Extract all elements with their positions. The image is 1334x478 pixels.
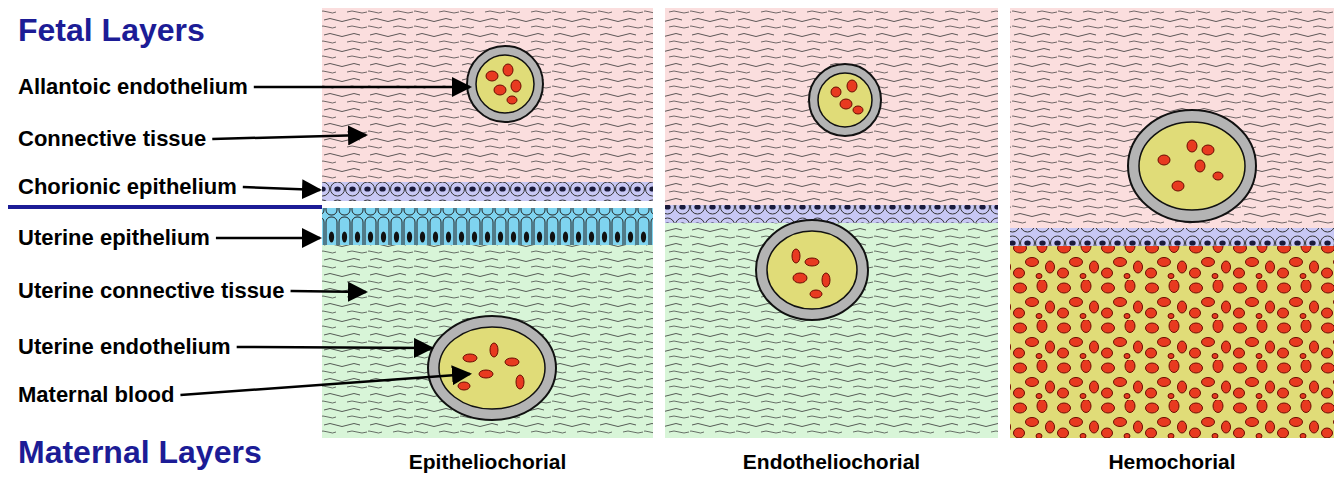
panel-caption: Epitheliochorial bbox=[409, 449, 567, 475]
leader-arrow bbox=[212, 135, 366, 139]
placenta-panel: Hemochorial bbox=[1010, 8, 1334, 478]
panel-caption: Hemochorial bbox=[1108, 449, 1235, 475]
panel-caption: Endotheliochorial bbox=[743, 449, 920, 475]
group-heading: Fetal Layers bbox=[18, 11, 205, 49]
leader-arrow bbox=[291, 291, 366, 292]
layer-label: Maternal blood bbox=[18, 382, 174, 408]
placenta-panel: Epitheliochorial bbox=[322, 8, 653, 478]
leader-arrow bbox=[243, 187, 320, 190]
layer-label: Chorionic epithelium bbox=[18, 174, 237, 200]
placenta-panel: Endotheliochorial bbox=[665, 8, 998, 478]
layer-label: Uterine connective tissue bbox=[18, 278, 285, 304]
layer-label: Uterine endothelium bbox=[18, 334, 231, 360]
leader-arrow bbox=[216, 237, 320, 240]
layer-label: Allantoic endothelium bbox=[18, 74, 248, 100]
group-heading: Maternal Layers bbox=[18, 433, 262, 471]
layer-label: Uterine epithelium bbox=[18, 225, 210, 251]
leader-arrow bbox=[180, 374, 470, 395]
layer-label: Connective tissue bbox=[18, 126, 206, 152]
leader-arrow bbox=[254, 86, 470, 89]
leader-arrow bbox=[237, 347, 432, 348]
